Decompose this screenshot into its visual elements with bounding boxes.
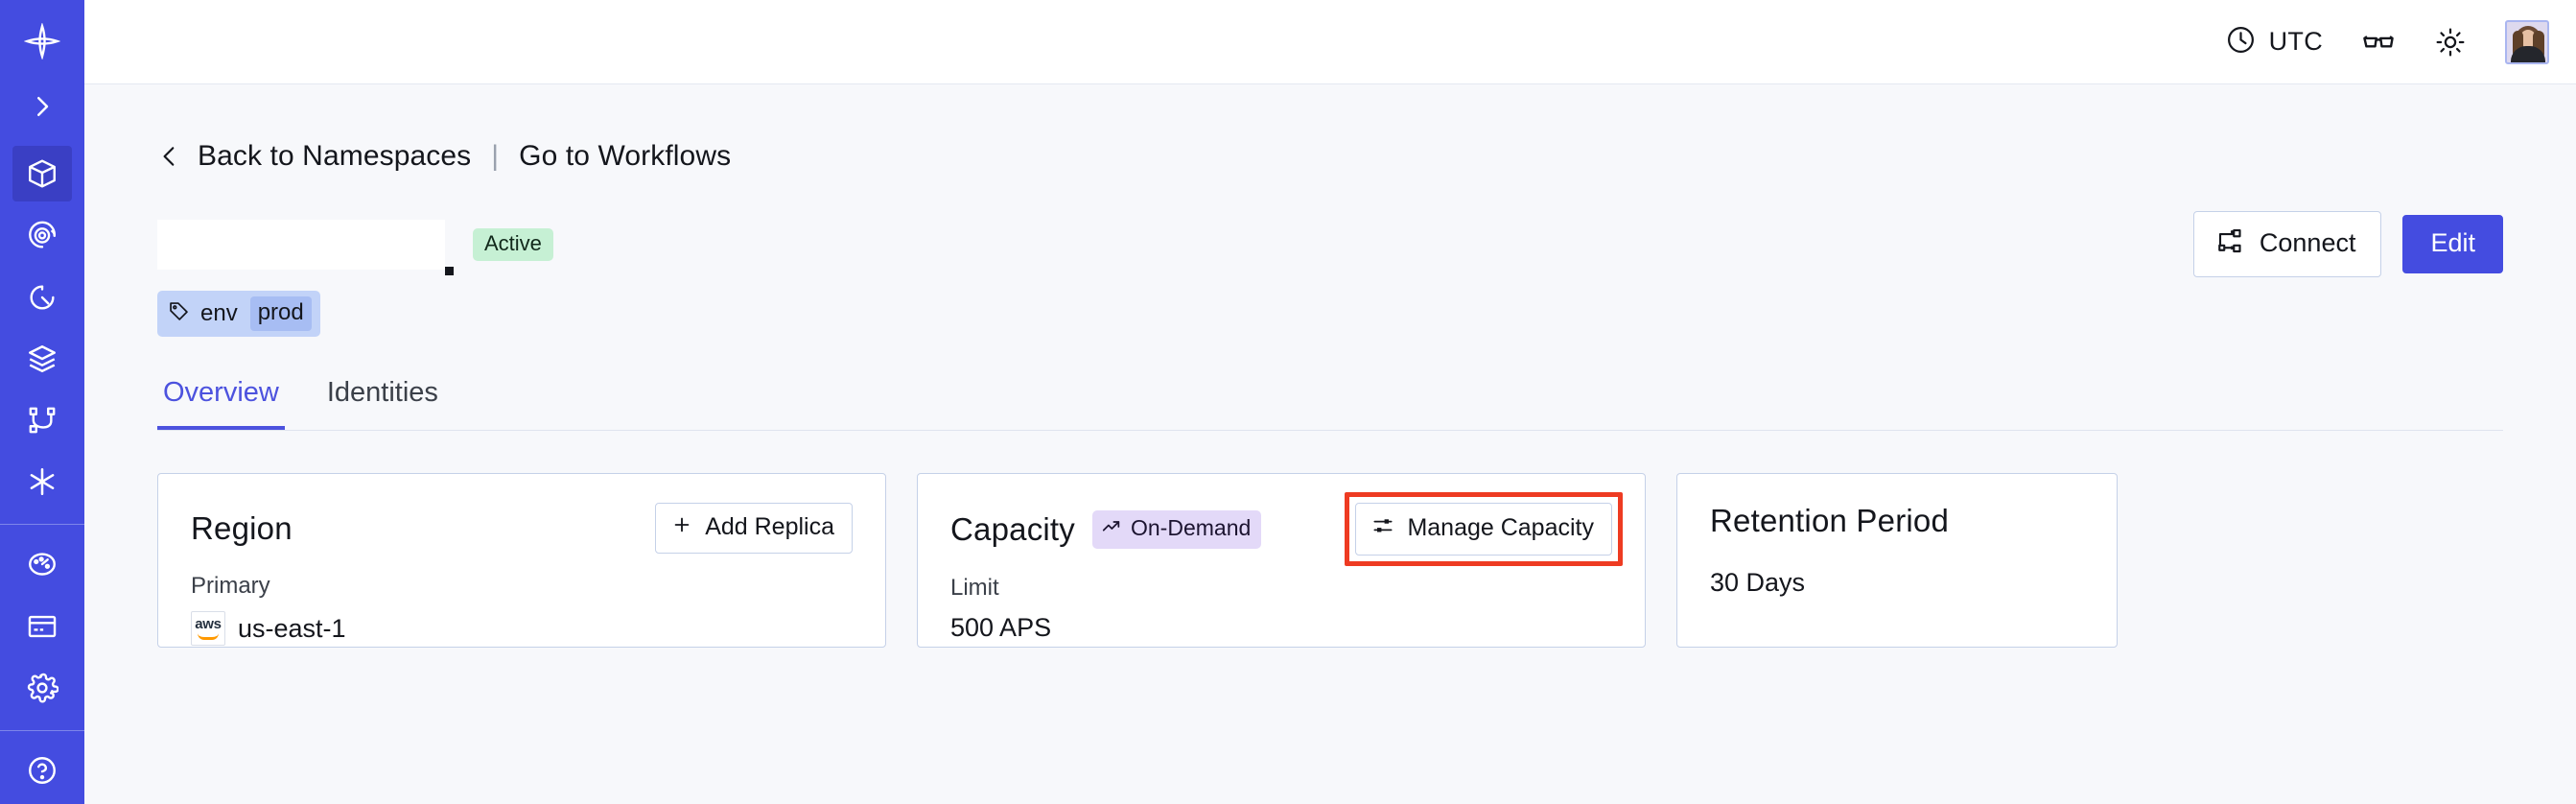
- region-card-header: Region Add Replica: [191, 503, 853, 554]
- edit-button[interactable]: Edit: [2402, 215, 2503, 273]
- connect-button[interactable]: Connect: [2192, 211, 2382, 277]
- capacity-card-header: Capacity On-Demand: [950, 492, 1623, 566]
- timezone-label: UTC: [2268, 27, 2323, 56]
- sidebar-item-settings[interactable]: [12, 660, 72, 716]
- retention-card-title: Retention Period: [1710, 503, 1950, 538]
- layers-icon: [26, 343, 59, 375]
- region-value-row: aws us-east-1: [191, 611, 853, 646]
- edit-button-label: Edit: [2430, 228, 2475, 257]
- namespace-tag[interactable]: env prod: [157, 291, 320, 337]
- sun-icon[interactable]: [2434, 26, 2467, 59]
- capacity-mode-badge: On-Demand: [1092, 509, 1262, 549]
- breadcrumb-separator: |: [491, 140, 500, 172]
- breadcrumb-back-link[interactable]: Back to Namespaces: [198, 140, 472, 172]
- cube-icon: [26, 157, 59, 190]
- breadcrumb: Back to Namespaces | Go to Workflows: [157, 140, 2503, 173]
- breadcrumb-workflows-link[interactable]: Go to Workflows: [519, 140, 732, 172]
- gauge-icon: [26, 548, 59, 580]
- retention-card: Retention Period 30 Days: [1676, 473, 2118, 648]
- sidebar-item-schedules[interactable]: [12, 269, 72, 324]
- chevron-left-icon[interactable]: [157, 141, 182, 172]
- main-area: UTC: [84, 0, 2576, 804]
- sidebar-item-help[interactable]: [12, 743, 72, 798]
- retention-value: 30 Days: [1710, 568, 1806, 597]
- sidebar-divider: [0, 524, 84, 526]
- capacity-card-title: Capacity: [950, 510, 1075, 547]
- capacity-limit-value: 500 APS: [950, 613, 1052, 642]
- sliders-icon: [1371, 514, 1394, 542]
- manage-capacity-label: Manage Capacity: [1407, 514, 1594, 541]
- glasses-icon[interactable]: [2361, 25, 2396, 59]
- page-title-row: Active: [157, 211, 2503, 277]
- tag-value: prod: [249, 296, 312, 331]
- content: Back to Namespaces | Go to Workflows Act…: [84, 84, 2576, 804]
- connect-flow-icon: [2215, 226, 2244, 260]
- add-replica-label: Add Replica: [705, 513, 834, 540]
- eye-spiral-icon: [26, 219, 59, 251]
- capacity-mode-label: On-Demand: [1131, 515, 1252, 540]
- region-primary-label: Primary: [191, 573, 270, 599]
- tab-overview[interactable]: Overview: [157, 377, 285, 430]
- region-card: Region Add Replica: [157, 473, 886, 648]
- page-title: [157, 219, 445, 270]
- capacity-card: Capacity On-Demand: [917, 473, 1646, 648]
- clock-icon: [2225, 24, 2257, 60]
- capacity-limit-label: Limit: [950, 575, 999, 601]
- capacity-card-actions: Manage Capacity: [1345, 492, 1623, 566]
- sidebar: [0, 0, 84, 804]
- connect-button-label: Connect: [2259, 228, 2356, 257]
- title-redaction-mark: [445, 267, 454, 275]
- sidebar-item-nexus[interactable]: [12, 454, 72, 509]
- sidebar-item-workflows[interactable]: [12, 392, 72, 448]
- trend-up-icon: [1101, 516, 1122, 541]
- region-card-title: Region: [191, 509, 293, 546]
- sidebar-item-usage[interactable]: [12, 536, 72, 592]
- aws-logo-icon: aws: [191, 611, 225, 646]
- tabs: Overview Identities: [157, 377, 2503, 431]
- gear-icon: [26, 672, 59, 704]
- add-replica-button[interactable]: Add Replica: [655, 503, 853, 554]
- sidebar-item-billing[interactable]: [12, 598, 72, 653]
- branch-nodes-icon: [26, 404, 59, 437]
- region-card-actions: Add Replica: [655, 503, 853, 554]
- topbar: UTC: [84, 0, 2576, 84]
- status-badge: Active: [473, 227, 553, 261]
- timer-icon: [26, 281, 59, 314]
- retention-card-header: Retention Period: [1710, 503, 2084, 539]
- sidebar-item-namespaces[interactable]: [12, 146, 72, 202]
- title-actions: Connect Edit: [2192, 211, 2503, 277]
- tab-identities[interactable]: Identities: [326, 377, 438, 408]
- sidebar-divider-bottom: [0, 729, 84, 731]
- overview-cards: Region Add Replica: [157, 473, 2503, 648]
- tag-key: env: [200, 300, 238, 326]
- tag-row: env prod: [157, 291, 2503, 337]
- sidebar-item-task-queues[interactable]: [12, 331, 72, 387]
- user-avatar[interactable]: [2505, 19, 2549, 64]
- region-value: us-east-1: [238, 613, 346, 643]
- timezone-selector[interactable]: UTC: [2225, 24, 2323, 60]
- sidebar-item-expand-sidebar[interactable]: [12, 79, 72, 134]
- credit-card-icon: [26, 610, 59, 643]
- sidebar-item-observability[interactable]: [12, 207, 72, 263]
- tag-icon: [168, 300, 190, 327]
- temporal-logo-icon[interactable]: [12, 13, 72, 69]
- manage-capacity-button[interactable]: Manage Capacity: [1355, 503, 1612, 556]
- help-circle-icon: [26, 754, 59, 787]
- asterisk-icon: [26, 465, 59, 498]
- plus-icon: [671, 514, 692, 540]
